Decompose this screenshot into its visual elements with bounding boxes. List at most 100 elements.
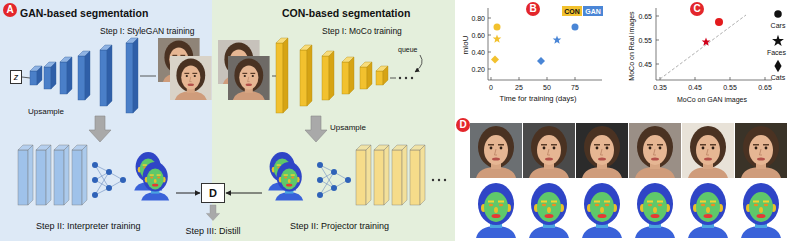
panel-badge: A <box>3 3 17 17</box>
scatter-point <box>702 18 723 46</box>
scatter-point <box>702 38 711 46</box>
ellipsis-dots <box>444 179 446 181</box>
label-anchor: Faces <box>767 49 786 56</box>
example-segmentations <box>476 183 781 238</box>
region-panel: GAN-based segmentation z <box>0 0 212 241</box>
step-label: Step II: Projector training <box>290 221 389 231</box>
encoder-network <box>283 38 388 113</box>
label-anchor: 75 <box>571 84 579 91</box>
example-faces <box>682 123 734 178</box>
chart-axis <box>656 8 657 80</box>
queue-dots <box>415 55 422 72</box>
chart-axis <box>547 77 548 80</box>
example-segmentations <box>476 183 516 238</box>
example-faces <box>735 123 787 178</box>
interpreter-network <box>92 162 126 198</box>
encoder-network <box>367 62 372 89</box>
projector-network <box>317 162 351 198</box>
tick-label: 0.45 <box>688 84 702 91</box>
ellipsis-dots <box>432 179 434 181</box>
region-fill <box>0 0 212 241</box>
interpreter-network <box>92 162 126 198</box>
label-anchor: 0.20 <box>471 66 485 73</box>
discriminator-box: D <box>201 183 225 203</box>
step-label: Step III: Distill <box>185 226 240 236</box>
encoder-network <box>349 57 354 94</box>
generator-network <box>85 51 90 100</box>
chart-axis <box>488 52 491 53</box>
hypercolumns <box>374 145 389 205</box>
tick-label: 25 <box>515 84 523 91</box>
label-anchor: MoCo on GAN images <box>677 96 747 103</box>
box-label: z <box>14 73 19 82</box>
tick-label: 0.65 <box>758 84 772 91</box>
diagonal-line <box>660 15 746 79</box>
label-anchor: 0.55 <box>638 37 652 44</box>
axis-title: Time for training (days) <box>500 94 577 103</box>
generator-network <box>44 67 51 89</box>
encoder-network <box>376 71 383 85</box>
generator-network <box>22 38 156 113</box>
hypercolumns <box>18 145 33 205</box>
generator-network <box>30 38 138 71</box>
encoder-network <box>272 76 276 77</box>
label-anchor: 0.65 <box>638 13 652 20</box>
label-anchor: Upsample <box>28 108 64 116</box>
step-label: Step I: StyleGAN training <box>100 26 195 36</box>
region-title: GAN-based segmentation <box>20 7 148 20</box>
ellipsis-dots <box>438 179 440 181</box>
projector-network <box>317 162 351 198</box>
queue-dots <box>411 77 413 79</box>
tick-label: 0.80 <box>471 15 485 22</box>
encoder-network <box>276 43 283 113</box>
chart-axis <box>695 77 696 80</box>
chart-axis <box>488 69 491 70</box>
encoder-network <box>329 51 334 100</box>
scatter-point <box>494 24 501 31</box>
real-faces <box>228 56 270 100</box>
label-anchor: Step III: Distill <box>185 227 240 236</box>
label-anchor: 25 <box>515 84 523 91</box>
encoder-network <box>322 56 329 100</box>
tick-label: 0 <box>489 84 493 91</box>
generator-network <box>37 38 138 113</box>
chart-axis <box>488 35 491 36</box>
encoder-network <box>276 43 383 113</box>
example-segmentations <box>529 183 569 238</box>
example-segmentations <box>582 183 622 238</box>
example-faces <box>470 123 522 178</box>
panel-badge: C <box>690 2 704 16</box>
upsample-arrow <box>206 205 219 221</box>
label-anchor: 0.55 <box>723 84 737 91</box>
generator-network <box>140 76 156 77</box>
panel-letter: A <box>6 5 13 15</box>
legend-sample <box>772 35 784 46</box>
panel-letter: D <box>459 120 466 130</box>
encoder-network <box>383 66 388 85</box>
example-faces <box>470 123 787 178</box>
chart-axis <box>730 77 731 80</box>
operation-label: Upsample <box>28 107 64 116</box>
queue-dots <box>399 77 401 79</box>
chart-axis <box>656 16 659 17</box>
scatter-point <box>572 24 579 31</box>
encoder-network <box>360 67 367 89</box>
encoder-network <box>283 38 288 113</box>
label-anchor: Step I: MoCo training <box>322 27 402 36</box>
hypercolumns <box>72 145 87 205</box>
region-fill <box>0 0 455 241</box>
label-anchor: Cats <box>771 74 785 81</box>
legend-samples <box>772 10 784 72</box>
encoder-network <box>342 62 349 94</box>
legend-label: GAN <box>585 8 601 15</box>
label-anchor: Step II: Interpreter training <box>36 222 141 231</box>
encoder-network <box>307 45 312 106</box>
scatter-point <box>537 57 545 65</box>
real-faces <box>218 40 270 100</box>
panel-letter: C <box>693 4 700 14</box>
example-faces <box>576 123 628 178</box>
legend-label: CON <box>564 8 580 15</box>
label-anchor: 0 <box>489 84 493 91</box>
encoder-network <box>390 78 396 79</box>
